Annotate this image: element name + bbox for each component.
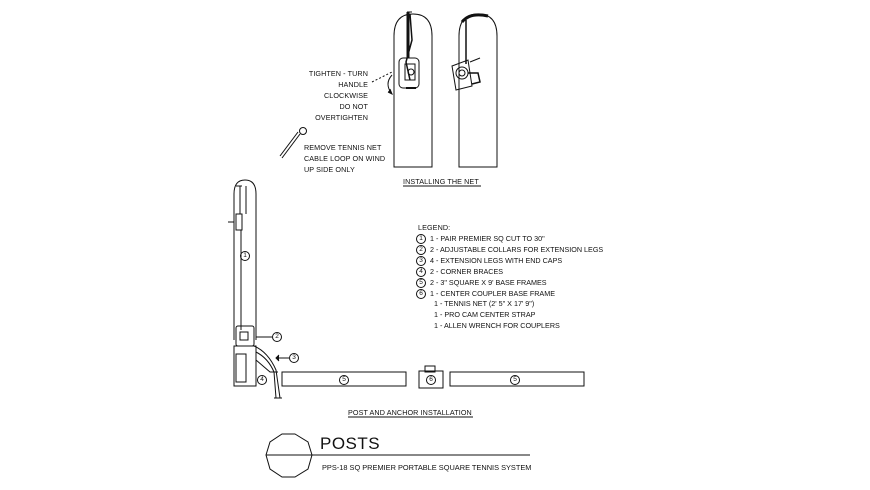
legend-number-bubble: 5 [416, 277, 426, 288]
net-post-right [451, 13, 498, 168]
legend-item: 2 2 - ADJUSTABLE COLLARS FOR EXTENSION L… [416, 244, 603, 255]
legend-number-bubble: 4 [416, 266, 426, 277]
drawing-title: POSTS [320, 434, 381, 453]
drawing-subtitle: PPS-18 SQ PREMIER PORTABLE SQUARE TENNIS… [322, 463, 532, 472]
legend-number-bubble: 1 [416, 233, 426, 244]
installing-net-caption: INSTALLING THE NET [403, 177, 479, 186]
title-badge [265, 433, 530, 478]
legend-item: 5 2 - 3" SQUARE X 9' BASE FRAMES [416, 277, 547, 288]
legend-extra-item: 1 - TENNIS NET (2' 5" X 17' 9") [434, 299, 535, 308]
legend-item-text: 4 - EXTENSION LEGS WITH END CAPS [430, 256, 563, 265]
callout-collar: 2 [272, 332, 282, 342]
net-post-left [393, 11, 433, 168]
tighten-note-line-4: DO NOT [339, 102, 368, 111]
legend-number-bubble: 6 [416, 288, 426, 299]
legend-extra-item: 1 - ALLEN WRENCH FOR COUPLERS [434, 321, 560, 330]
legend-item: 3 4 - EXTENSION LEGS WITH END CAPS [416, 255, 562, 266]
remove-note-line-2: CABLE LOOP ON WIND [304, 154, 386, 163]
legend-item: 6 1 - CENTER COUPLER BASE FRAME [416, 288, 555, 299]
legend-number-bubble: 3 [416, 255, 426, 266]
legend-item-text: 1 - CENTER COUPLER BASE FRAME [430, 289, 556, 298]
corner-brace [255, 359, 278, 373]
callout-brace: 4 [257, 375, 267, 385]
callout-frame-right: 5 [510, 375, 520, 385]
main-post [228, 179, 257, 387]
legend-item: 1 1 - PAIR PREMIER SQ CUT TO 30" [416, 233, 545, 244]
legend-number-bubble: 2 [416, 244, 426, 255]
legend-item: 4 2 - CORNER BRACES [416, 266, 503, 277]
legend-item-text: 2 - CORNER BRACES [430, 267, 504, 276]
legend-extra-item: 1 - PRO CAM CENTER STRAP [434, 310, 536, 319]
base-frames [281, 365, 585, 389]
callout-post: 1 [240, 251, 250, 261]
cable-loop-icon [279, 127, 307, 159]
legend-item-text: 1 - PAIR PREMIER SQ CUT TO 30" [430, 234, 545, 243]
post-anchor-caption: POST AND ANCHOR INSTALLATION [348, 408, 472, 417]
remove-note-line-1: REMOVE TENNIS NET [304, 143, 382, 152]
tighten-note-line-1: TIGHTEN - TURN [308, 69, 368, 78]
callout-frame-left: 5 [339, 375, 349, 385]
extension-leg [253, 345, 282, 399]
legend-item-text: 2 - 3" SQUARE X 9' BASE FRAMES [430, 278, 547, 287]
callout-leg: 3 [289, 353, 299, 363]
remove-note-line-3: UP SIDE ONLY [304, 165, 355, 174]
callout-coupler: 6 [426, 375, 436, 385]
tighten-note-line-5: OVERTIGHTEN [315, 113, 368, 122]
legend-heading: LEGEND: [418, 223, 451, 232]
tighten-note-line-2: HANDLE [338, 80, 368, 89]
tighten-note-line-3: CLOCKWISE [323, 91, 368, 100]
legend-item-text: 2 - ADJUSTABLE COLLARS FOR EXTENSION LEG… [430, 245, 604, 254]
